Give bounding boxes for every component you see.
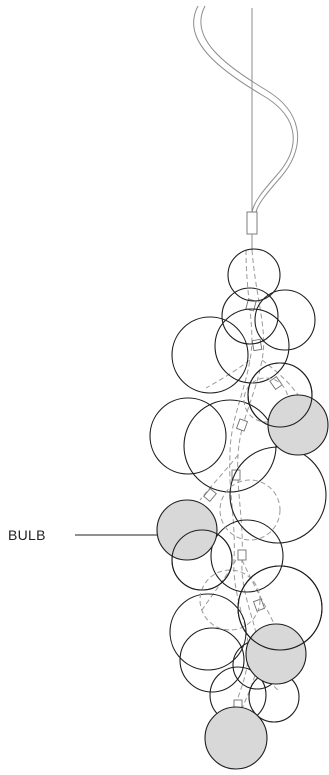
stem-joints bbox=[203, 298, 283, 711]
power-cord bbox=[193, 5, 294, 213]
globe bbox=[149, 397, 227, 475]
power-cord-inner bbox=[200, 5, 299, 213]
glass-globes-front bbox=[171, 362, 323, 651]
top-connector bbox=[246, 211, 258, 250]
globe bbox=[171, 316, 249, 394]
bulb bbox=[204, 706, 268, 770]
globe bbox=[229, 446, 327, 544]
globe bbox=[221, 287, 279, 345]
bulb bbox=[156, 499, 218, 561]
globe bbox=[169, 593, 247, 671]
globe bbox=[183, 399, 277, 493]
bulb bbox=[267, 394, 329, 456]
globe bbox=[210, 519, 284, 593]
globe bbox=[179, 627, 245, 693]
globe bbox=[214, 308, 290, 384]
globe bbox=[227, 248, 281, 302]
bulb bbox=[245, 623, 307, 685]
bulb-callout-label: BULB bbox=[8, 527, 46, 543]
globe bbox=[254, 289, 316, 351]
bulbs bbox=[156, 394, 329, 770]
suspension-cables bbox=[193, 5, 299, 213]
